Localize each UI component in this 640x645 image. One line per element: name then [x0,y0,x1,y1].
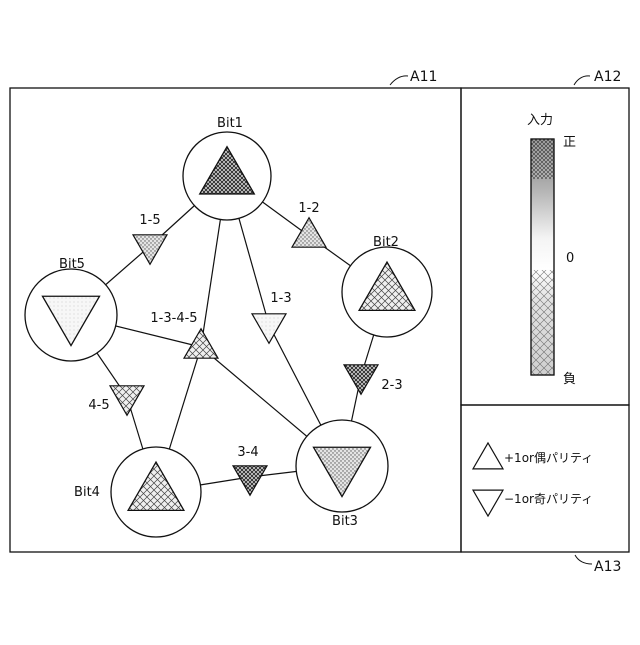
legend-text-odd: −1or奇パリティ [504,492,593,506]
check-c13: 1-3 [252,291,292,343]
legend-text-even: +1or偶パリティ [504,451,593,465]
node-label-bit5: Bit5 [59,257,85,272]
check-triangle-c34 [233,466,267,495]
scale-label-zero: 0 [566,251,574,266]
check-label-c34: 3-4 [237,445,258,460]
nodes-layer: Bit1Bit2Bit3 Bit4 Bit5 [25,116,432,537]
check-c1345: 1-3-4-5 [150,311,218,358]
legend-triangle-down [473,490,503,516]
check-label-c13: 1-3 [270,291,291,306]
node-bit1: Bit1 [183,116,271,220]
check-triangle-c13 [252,314,286,343]
check-c23: 2-3 [344,365,403,394]
check-triangle-c23 [344,365,378,394]
ref-label-a11: A11 [410,69,437,85]
check-triangle-c45 [110,386,144,415]
scale-label-positive: 正 [563,135,576,150]
ref-leader-a13 [575,555,592,564]
legend-triangle-up [473,443,503,469]
node-bit2: Bit2 [342,235,432,337]
check-c12: 1-2 [292,201,326,247]
check-triangle-c15 [133,235,167,264]
node-bit5: Bit5 [25,257,117,361]
check-label-c15: 1-5 [139,213,160,228]
symbol-legend-panel [461,405,629,552]
node-bit3: Bit3 [296,420,388,529]
check-label-c23: 2-3 [381,378,402,393]
ref-label-a12: A12 [594,69,621,85]
symbol-legend [473,443,503,516]
ref-leader-a12 [574,76,590,85]
scale-title: 入力 [527,113,553,128]
node-label-bit4: Bit4 [74,485,100,500]
check-c34: 3-4 [233,445,267,495]
scale-bar-dense-top [531,139,554,179]
check-label-c45: 4-5 [88,398,109,413]
check-label-c12: 1-2 [298,201,319,216]
node-label-bit2: Bit2 [373,235,399,250]
check-triangle-c12 [292,218,326,247]
check-label-c1345: 1-3-4-5 [150,311,197,326]
scale-bar-crosshatch [531,270,554,375]
scale-label-negative: 負 [563,372,576,387]
node-label-bit1: Bit1 [217,116,243,131]
check-c45: 4-5 [88,386,144,415]
node-label-bit3: Bit3 [332,514,358,529]
node-bit4: Bit4 [74,447,201,537]
ref-leader-a11 [390,76,408,85]
ref-label-a13: A13 [594,559,621,575]
